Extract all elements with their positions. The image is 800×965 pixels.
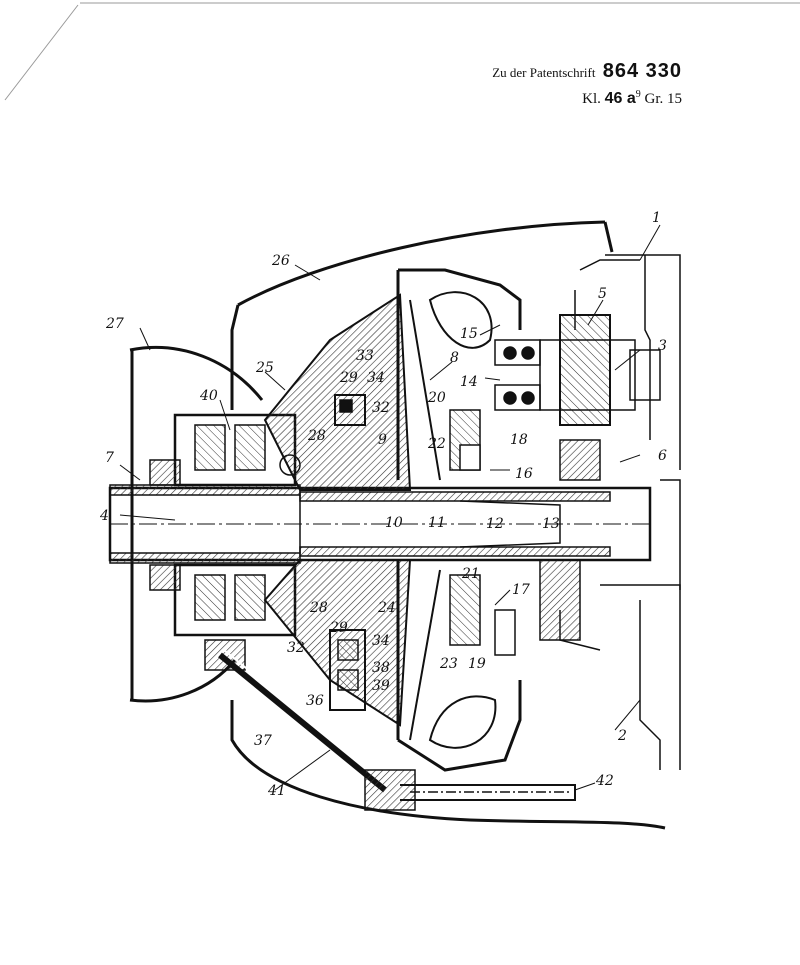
ref-label-16: 16 xyxy=(515,466,533,482)
ref-label-7: 7 xyxy=(105,450,114,466)
patent-header-line1: Zu der Patentschrift 864 330 xyxy=(492,60,682,84)
ref-label-20: 20 xyxy=(427,390,446,406)
ref-label-28-lower: 28 xyxy=(309,600,328,616)
ref-label-12: 12 xyxy=(486,516,504,532)
ref-label-3: 3 xyxy=(658,338,667,354)
ref-label-15: 15 xyxy=(460,326,478,342)
left-gear-housing xyxy=(149,413,301,637)
ref-label-23: 23 xyxy=(439,656,458,672)
ref-label-28-upper: 28 xyxy=(307,428,326,444)
ref-label-9: 9 xyxy=(378,432,387,448)
ref-label-37: 37 xyxy=(254,733,272,749)
ref-label-19: 19 xyxy=(468,656,486,672)
patent-prefix: Zu der Patentschrift xyxy=(492,65,596,80)
ref-label-10: 10 xyxy=(385,515,403,531)
control-linkage xyxy=(204,394,576,811)
ref-label-17: 17 xyxy=(512,582,530,598)
ref-label-25: 25 xyxy=(255,360,274,376)
ref-label-41: 41 xyxy=(267,783,286,799)
ref-label-22: 22 xyxy=(427,436,446,452)
right-gear-assembly xyxy=(449,314,661,656)
scan-edge-marks xyxy=(4,2,800,101)
patent-class-line: Kl. 46 a9 Gr. 15 xyxy=(492,84,682,110)
reference-numerals: 1 2 3 4 5 6 7 8 9 10 11 12 13 14 15 16 1… xyxy=(99,210,667,799)
ref-label-42: 42 xyxy=(595,773,614,789)
ref-label-2: 2 xyxy=(617,728,627,744)
class-superscript: 9 xyxy=(635,89,641,100)
cowling-outline xyxy=(129,220,666,830)
group-label: Gr. 15 xyxy=(644,91,683,107)
ref-label-1: 1 xyxy=(652,210,661,226)
ref-label-5: 5 xyxy=(598,286,607,302)
ref-label-27: 27 xyxy=(105,316,124,332)
ref-label-29-lower: 29 xyxy=(329,620,348,636)
ref-label-18: 18 xyxy=(510,432,528,448)
main-shaft xyxy=(108,484,652,564)
patent-number: 864 330 xyxy=(602,60,682,82)
ref-label-6: 6 xyxy=(658,448,667,464)
ref-label-4: 4 xyxy=(99,508,109,524)
ref-label-34-upper: 34 xyxy=(367,370,385,386)
ref-label-32-lower: 32 xyxy=(287,640,305,656)
ref-label-13: 13 xyxy=(542,516,560,532)
ref-label-32-upper: 32 xyxy=(372,400,390,416)
ref-label-34-lower: 34 xyxy=(372,633,390,649)
ref-label-33: 33 xyxy=(356,348,374,364)
ref-label-11: 11 xyxy=(428,515,446,531)
ref-label-8: 8 xyxy=(450,350,459,366)
patent-header: Zu der Patentschrift 864 330 Kl. 46 a9 G… xyxy=(492,60,682,110)
ref-label-29-upper: 29 xyxy=(339,370,358,386)
ref-label-26: 26 xyxy=(271,253,290,269)
class-label: Kl. xyxy=(582,91,601,107)
ref-label-36: 36 xyxy=(306,693,324,709)
ref-label-21: 21 xyxy=(461,566,480,582)
class-number: 46 a xyxy=(604,90,636,107)
ref-label-24: 24 xyxy=(377,600,396,616)
ref-label-38: 38 xyxy=(372,660,390,676)
ref-label-14: 14 xyxy=(460,374,478,390)
leader-lines xyxy=(119,224,661,791)
ref-label-39: 39 xyxy=(372,678,390,694)
ref-label-40: 40 xyxy=(199,388,218,404)
